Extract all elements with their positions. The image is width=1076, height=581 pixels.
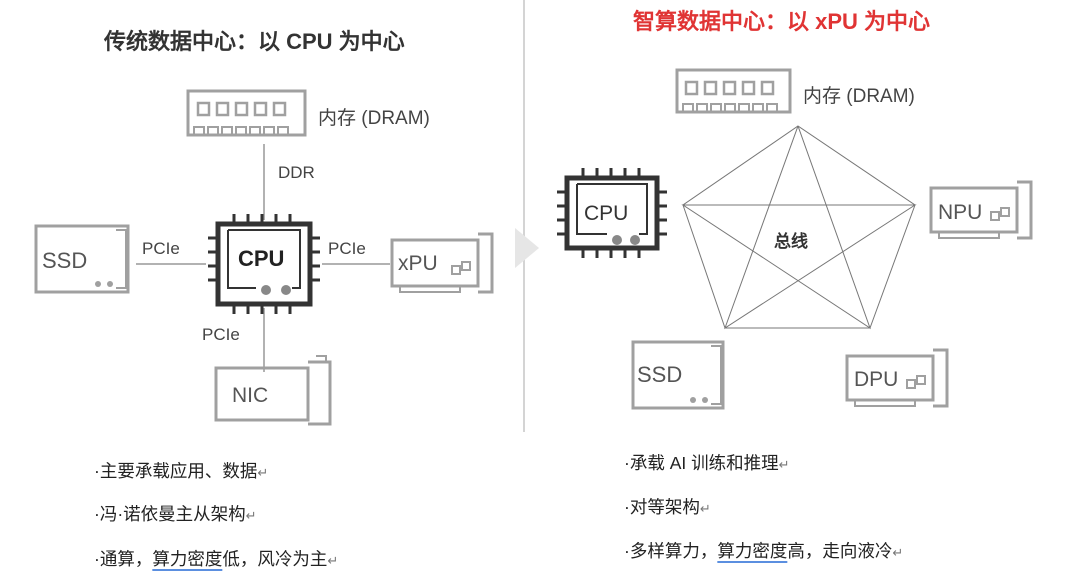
dram-label: 内存 (DRAM) xyxy=(803,85,915,107)
dram-icon xyxy=(186,89,307,137)
dram-label: 内存 (DRAM) xyxy=(318,107,430,129)
pcie-left-label: PCIe xyxy=(142,239,180,258)
bus-pentagram xyxy=(681,125,917,330)
return-mark: ↵ xyxy=(892,545,904,560)
center-divider xyxy=(523,0,525,432)
return-mark: ↵ xyxy=(778,457,790,472)
npu-card-icon xyxy=(929,180,1033,240)
return-mark: ↵ xyxy=(699,501,711,516)
right-bullet-3: ·多样算力，算力密度高，走向液冷↵ xyxy=(624,538,903,563)
ssd-icon xyxy=(631,340,725,410)
left-bullet-2-text: ·冯·诺依曼主从架构 xyxy=(94,504,246,524)
pcie-right-label: PCIe xyxy=(328,239,366,258)
cpu-label: CPU xyxy=(238,246,284,271)
right-bullet-3-text-a: ·多样算力， xyxy=(624,541,718,561)
left-bullet-2: ·冯·诺依曼主从架构↵ xyxy=(94,501,257,526)
pcie-bottom-label: PCIe xyxy=(202,325,240,344)
left-bullet-1-text: ·主要承载应用、数据 xyxy=(94,461,258,481)
cpu-chip-icon xyxy=(208,214,320,314)
return-mark: ↵ xyxy=(257,465,269,480)
left-diagram: 内存 (DRAM) DDR CPU SSD PCIe xyxy=(34,89,494,426)
dpu-card-icon xyxy=(845,348,949,408)
npu-label: NPU xyxy=(938,201,982,224)
nic-card-icon xyxy=(214,355,332,426)
xpu-card-icon xyxy=(390,232,494,294)
right-bullet-1-text: ·承载 AI 训练和推理 xyxy=(624,453,779,473)
xpu-label: xPU xyxy=(398,252,438,275)
right-title: 智算数据中心：以 xPU 为中心 xyxy=(633,9,931,34)
ssd-icon xyxy=(34,224,130,294)
ssd-label: SSD xyxy=(42,248,87,273)
left-title: 传统数据中心：以 CPU 为中心 xyxy=(104,29,405,54)
dram-icon xyxy=(675,68,792,114)
transition-arrow-icon xyxy=(515,228,539,268)
left-bullet-3-text-a: ·通算， xyxy=(94,549,153,569)
bus-label: 总线 xyxy=(774,231,808,251)
right-bullet-3-underlined: 算力密度 xyxy=(717,541,788,561)
ddr-label: DDR xyxy=(278,163,315,182)
right-bullet-1: ·承载 AI 训练和推理↵ xyxy=(624,450,790,475)
right-bullet-2-text: ·对等架构 xyxy=(624,497,700,517)
nic-label: NIC xyxy=(232,384,268,407)
right-bullet-3-text-b: 高，走向液冷 xyxy=(787,541,893,561)
ssd-label: SSD xyxy=(637,362,682,387)
left-bullet-3-text-b: 低，风冷为主 xyxy=(222,549,328,569)
left-bullet-3: ·通算，算力密度低，风冷为主↵ xyxy=(94,546,338,571)
dpu-label: DPU xyxy=(854,368,898,391)
cpu-label: CPU xyxy=(584,202,628,225)
left-bullet-1: ·主要承载应用、数据↵ xyxy=(94,458,268,483)
return-mark: ↵ xyxy=(245,508,257,523)
right-bullet-2: ·对等架构↵ xyxy=(624,494,711,519)
right-diagram: 总线 内存 (DRAM) CPU xyxy=(557,68,1033,410)
left-bullet-3-underlined: 算力密度 xyxy=(152,549,223,569)
return-mark: ↵ xyxy=(327,553,339,568)
cpu-chip-icon xyxy=(557,168,667,258)
